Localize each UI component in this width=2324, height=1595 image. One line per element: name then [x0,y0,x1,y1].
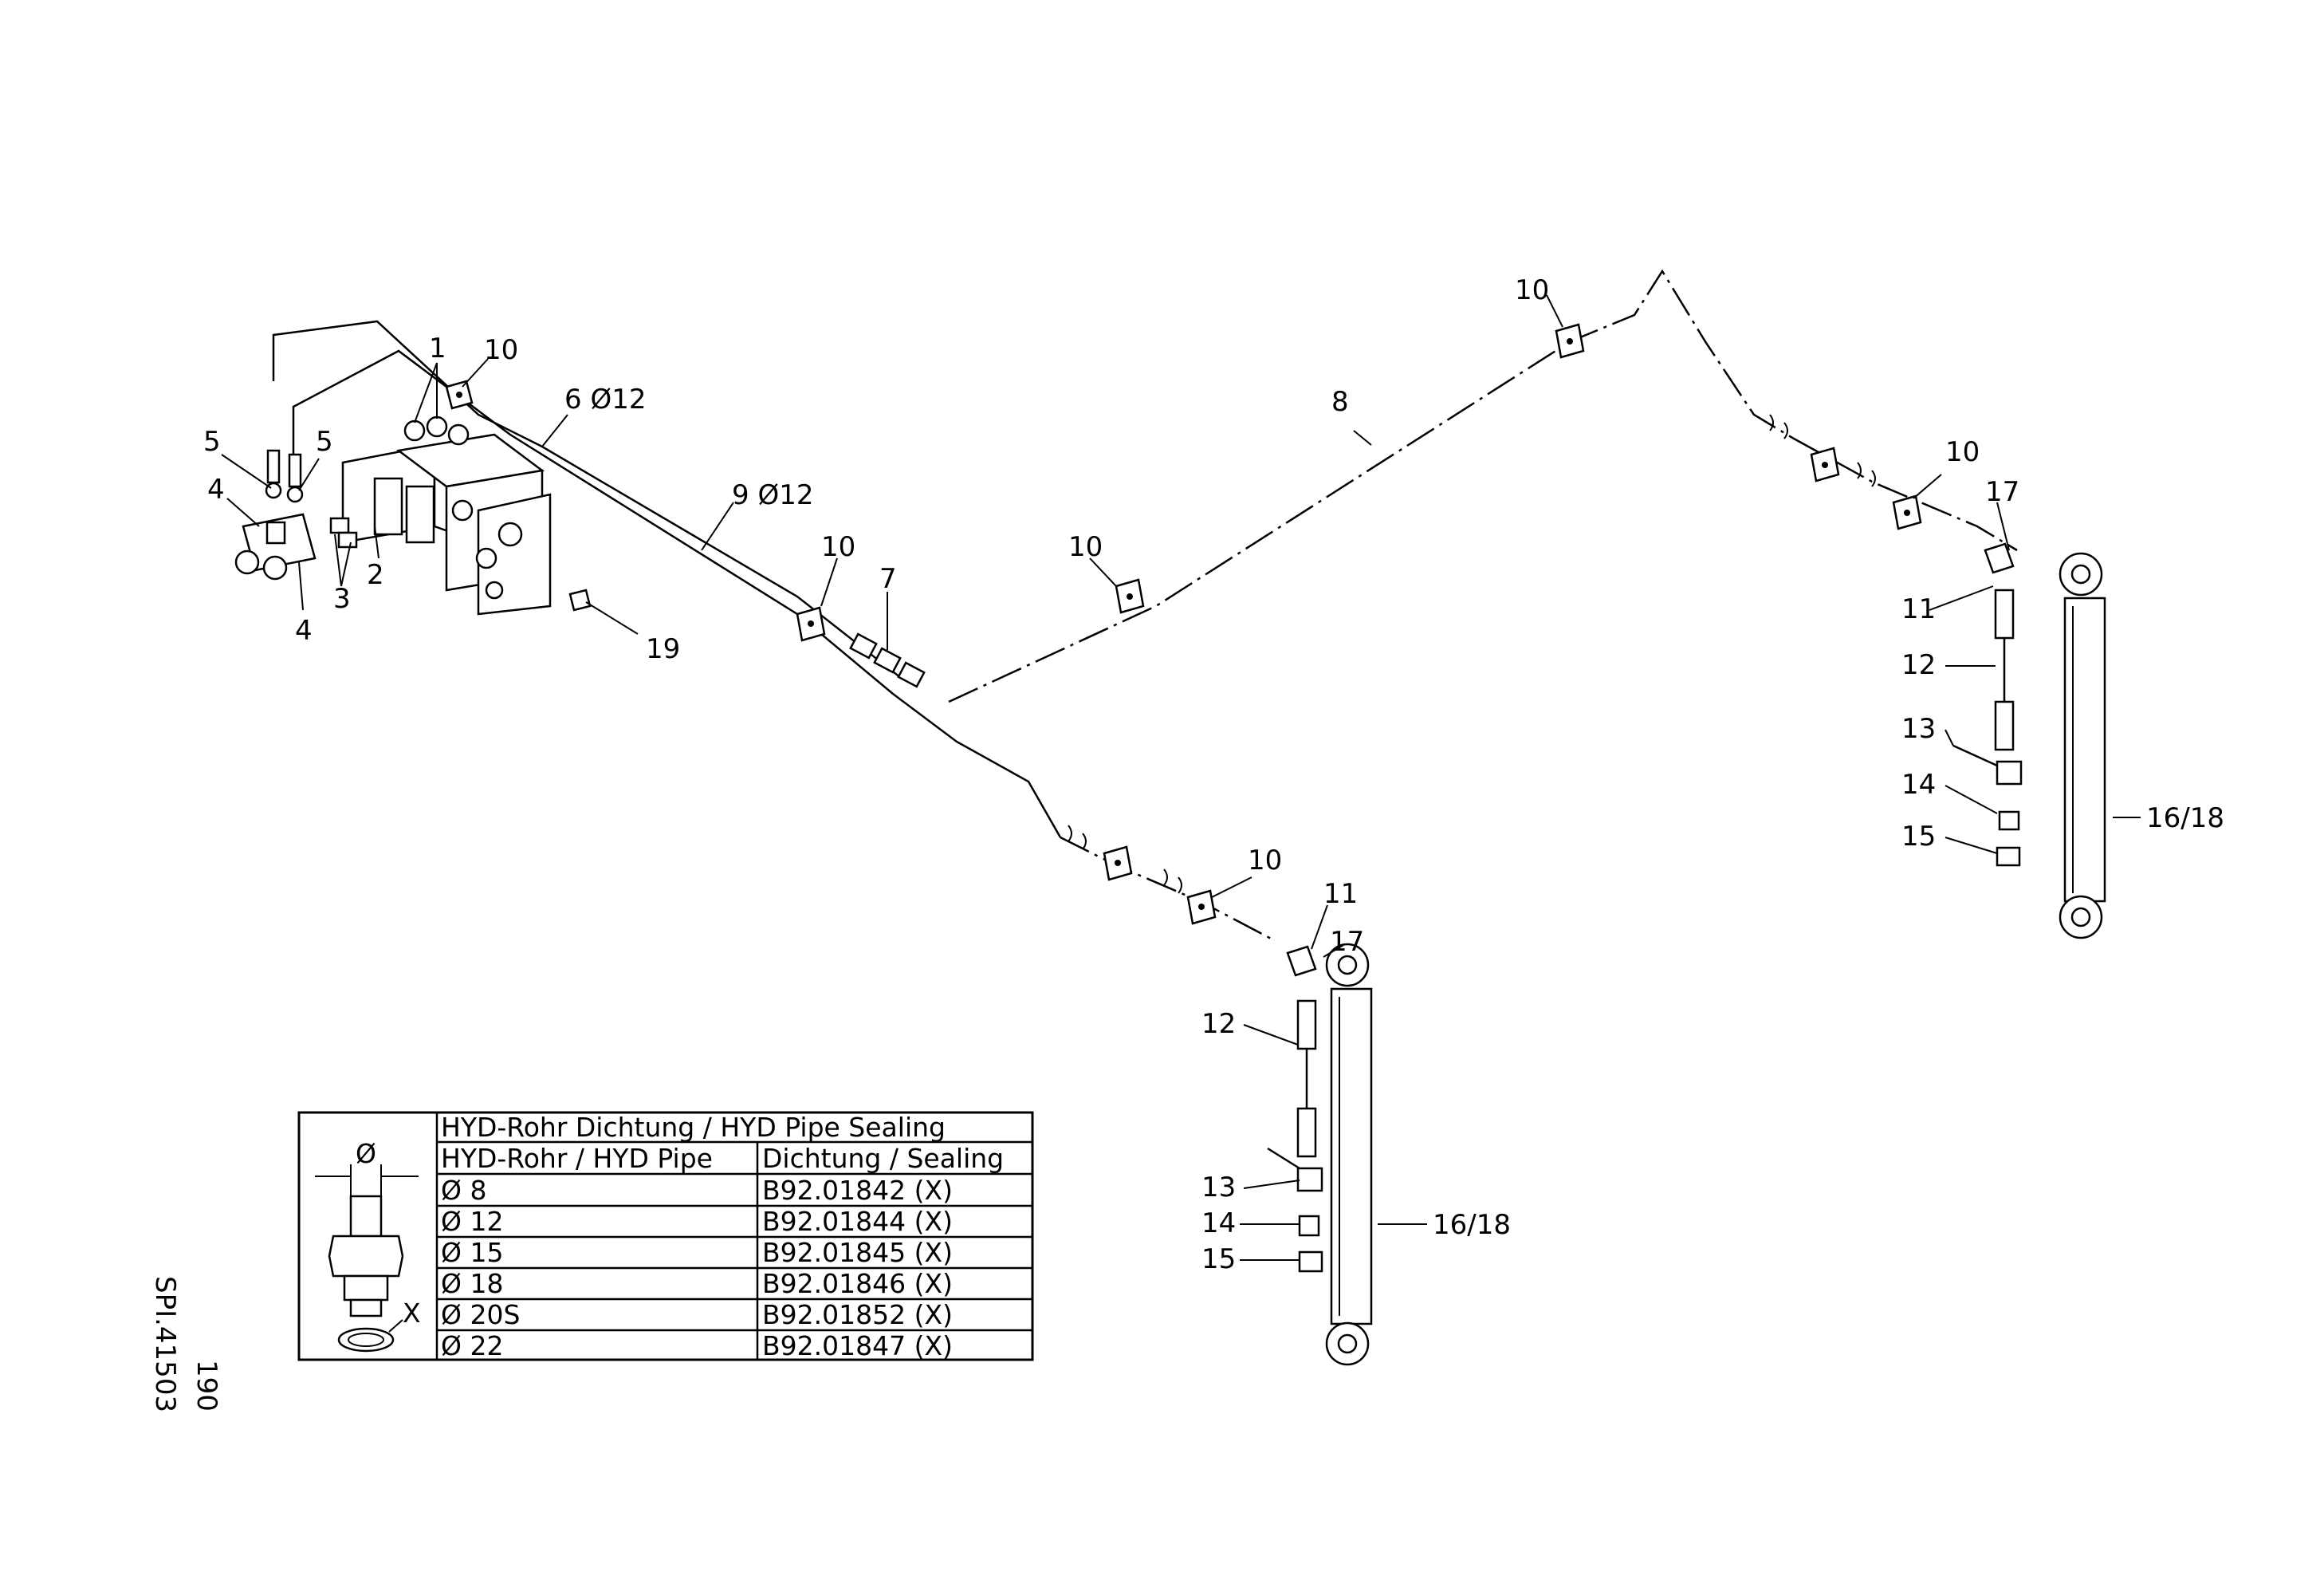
sealing-table: HYD-Rohr Dichtung / HYD Pipe Sealing HYD… [297,1111,1034,1361]
label-16-18: 16/18 [1433,1209,1511,1241]
table-cell-pipe: Ø 8 [441,1175,486,1206]
table-cell-pipe: Ø 22 [441,1330,503,1361]
table-header-sealing: Dichtung / Sealing [762,1143,1004,1174]
hydraulic-cylinder-right [2059,552,2106,939]
table-cell-seal: B92.01842 (X) [762,1175,953,1206]
pipe-lower-branch [1060,836,1276,943]
pipe-clamp [445,380,474,410]
label-16-18: 16/18 [2146,802,2224,834]
label-13: 13 [1201,1172,1236,1203]
label-4: 4 [207,474,225,506]
label-2: 2 [367,559,384,591]
seal-marker: X [403,1298,421,1329]
label-11: 11 [1323,878,1358,910]
table-cell-seal: B92.01846 (X) [762,1268,953,1299]
pipe-clamp [1115,578,1145,614]
fitting-lower [1267,945,1323,1273]
fitting-3 [329,517,358,549]
label-1: 1 [429,333,446,364]
label-6: 6 Ø12 [564,384,646,415]
label-9: 9 Ø12 [732,479,813,511]
table-cell-seal: B92.01847 (X) [762,1330,953,1361]
label-4: 4 [295,615,313,647]
label-10: 10 [1068,531,1103,563]
diameter-symbol: Ø [356,1138,376,1169]
table-cell-seal: B92.01844 (X) [762,1206,953,1237]
label-19: 19 [646,633,680,665]
part-labels: 1 10 6 Ø12 9 Ø12 10 7 10 8 10 10 10 19 5… [203,274,2224,1275]
label-12: 12 [1201,1008,1236,1040]
label-5: 5 [316,426,333,458]
hydraulic-cylinder-lower [1325,943,1373,1366]
table-cell-pipe: Ø 12 [441,1206,503,1237]
fitting-right [1952,542,2023,867]
fitting-7 [849,632,926,688]
table-cell-pipe: Ø 20S [441,1299,520,1330]
table-header-pipe: HYD-Rohr / HYD Pipe [441,1143,713,1174]
pipe-clamp [1103,845,1133,881]
label-10: 10 [1515,274,1549,306]
control-valve-block [341,415,552,616]
label-17: 17 [1330,926,1364,958]
label-10: 10 [484,334,518,366]
leader-lines [221,294,2141,1261]
label-15: 15 [1201,1243,1236,1275]
page-number: 190 [191,1360,222,1412]
label-12: 12 [1901,649,1936,681]
table-cell-pipe: Ø 18 [441,1268,503,1299]
table-title: HYD-Rohr Dichtung / HYD Pipe Sealing [441,1112,946,1143]
label-5: 5 [203,426,221,458]
label-14: 14 [1901,769,1936,801]
hydraulic-hose-right [1994,589,2015,751]
label-8: 8 [1331,386,1349,418]
label-10: 10 [1248,845,1282,876]
drawing-number: SPI.41503 [149,1276,181,1412]
label-14: 14 [1201,1207,1236,1239]
label-10: 10 [1945,436,1980,468]
pipe-clamp [1186,889,1217,925]
bolt-5 [265,449,304,503]
pipe-right-branch [1793,437,2018,552]
pipe-break-marks [1068,414,1876,894]
plug-19 [568,589,592,612]
pipe-clamp [1555,323,1585,359]
table-cell-pipe: Ø 15 [441,1237,503,1268]
pipe-clamp [796,606,826,642]
fitting-4-block [234,513,317,581]
label-10: 10 [821,531,855,563]
pipe-8 [948,269,1795,703]
label-15: 15 [1901,821,1936,853]
label-3: 3 [333,583,351,615]
label-13: 13 [1901,713,1936,745]
pipe-clamp [1892,494,1922,530]
drawing-reference: SPI.41503 190 [149,1276,222,1412]
table-cell-seal: B92.01852 (X) [762,1299,953,1330]
label-17: 17 [1985,476,2019,508]
label-11: 11 [1901,593,1936,625]
table-cell-seal: B92.01845 (X) [762,1237,953,1268]
pipe-clamp [1810,447,1840,482]
pipe-fitting-illustration: Ø X [315,1138,421,1353]
hydraulic-hose-lower [1296,999,1317,1158]
label-7: 7 [879,563,897,595]
